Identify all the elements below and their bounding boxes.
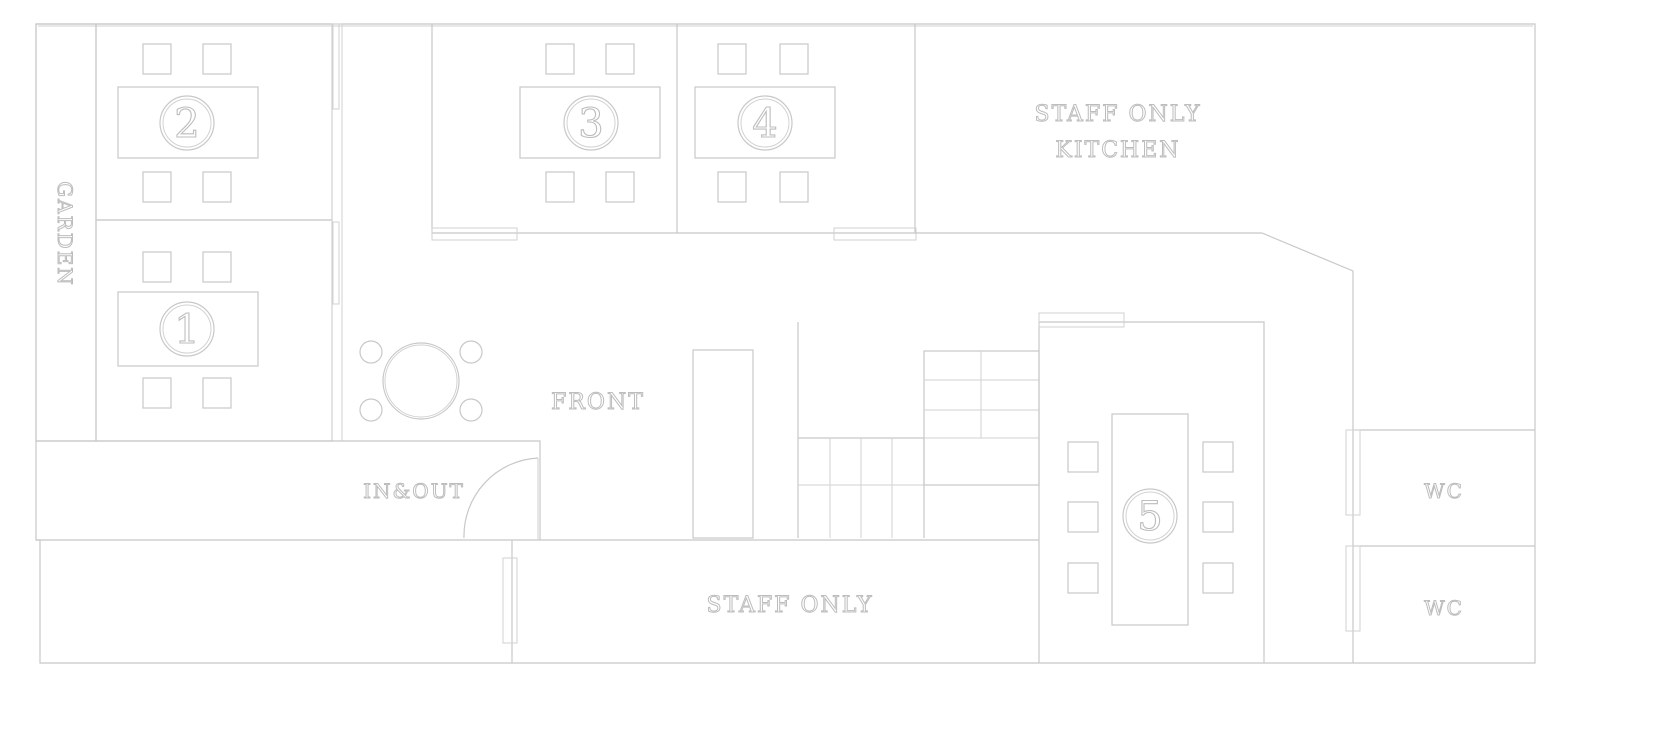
wc-rooms (1345, 429, 1535, 663)
table-number: 3 (578, 101, 603, 147)
outer-walls (35, 23, 1536, 664)
table-1[interactable]: 1 (117, 251, 259, 409)
in-out-label: IN&OUT (363, 479, 465, 503)
table-number: 1 (174, 307, 199, 353)
kitchen-label-line1: STAFF ONLY (1035, 102, 1202, 127)
table-number: 5 (1137, 494, 1162, 540)
staff-only-label: STAFF ONLY (707, 593, 874, 618)
bar-counter (692, 322, 1040, 539)
booth-room (431, 24, 917, 241)
table-2[interactable]: 2 (117, 43, 259, 203)
table5-room (1038, 312, 1265, 663)
entrance-door[interactable] (463, 457, 539, 540)
round-table[interactable] (359, 340, 483, 422)
front-label: FRONT (551, 390, 645, 415)
table-5[interactable]: 5 (1067, 413, 1234, 626)
staff-only-room (36, 539, 1039, 663)
garden-label: GARDEN (53, 181, 77, 287)
wc-lower-label: WC (1424, 596, 1464, 620)
table-4[interactable]: 4 (694, 43, 836, 203)
wc-upper-label: WC (1424, 479, 1464, 503)
table-number: 4 (752, 101, 777, 147)
table-3[interactable]: 3 (519, 43, 661, 203)
kitchen-label-line2: KITCHEN (1055, 138, 1180, 163)
table-number: 2 (174, 101, 199, 147)
garden-windows (332, 23, 340, 305)
garden-zone (35, 23, 541, 540)
kitchen-zone (915, 232, 1354, 430)
